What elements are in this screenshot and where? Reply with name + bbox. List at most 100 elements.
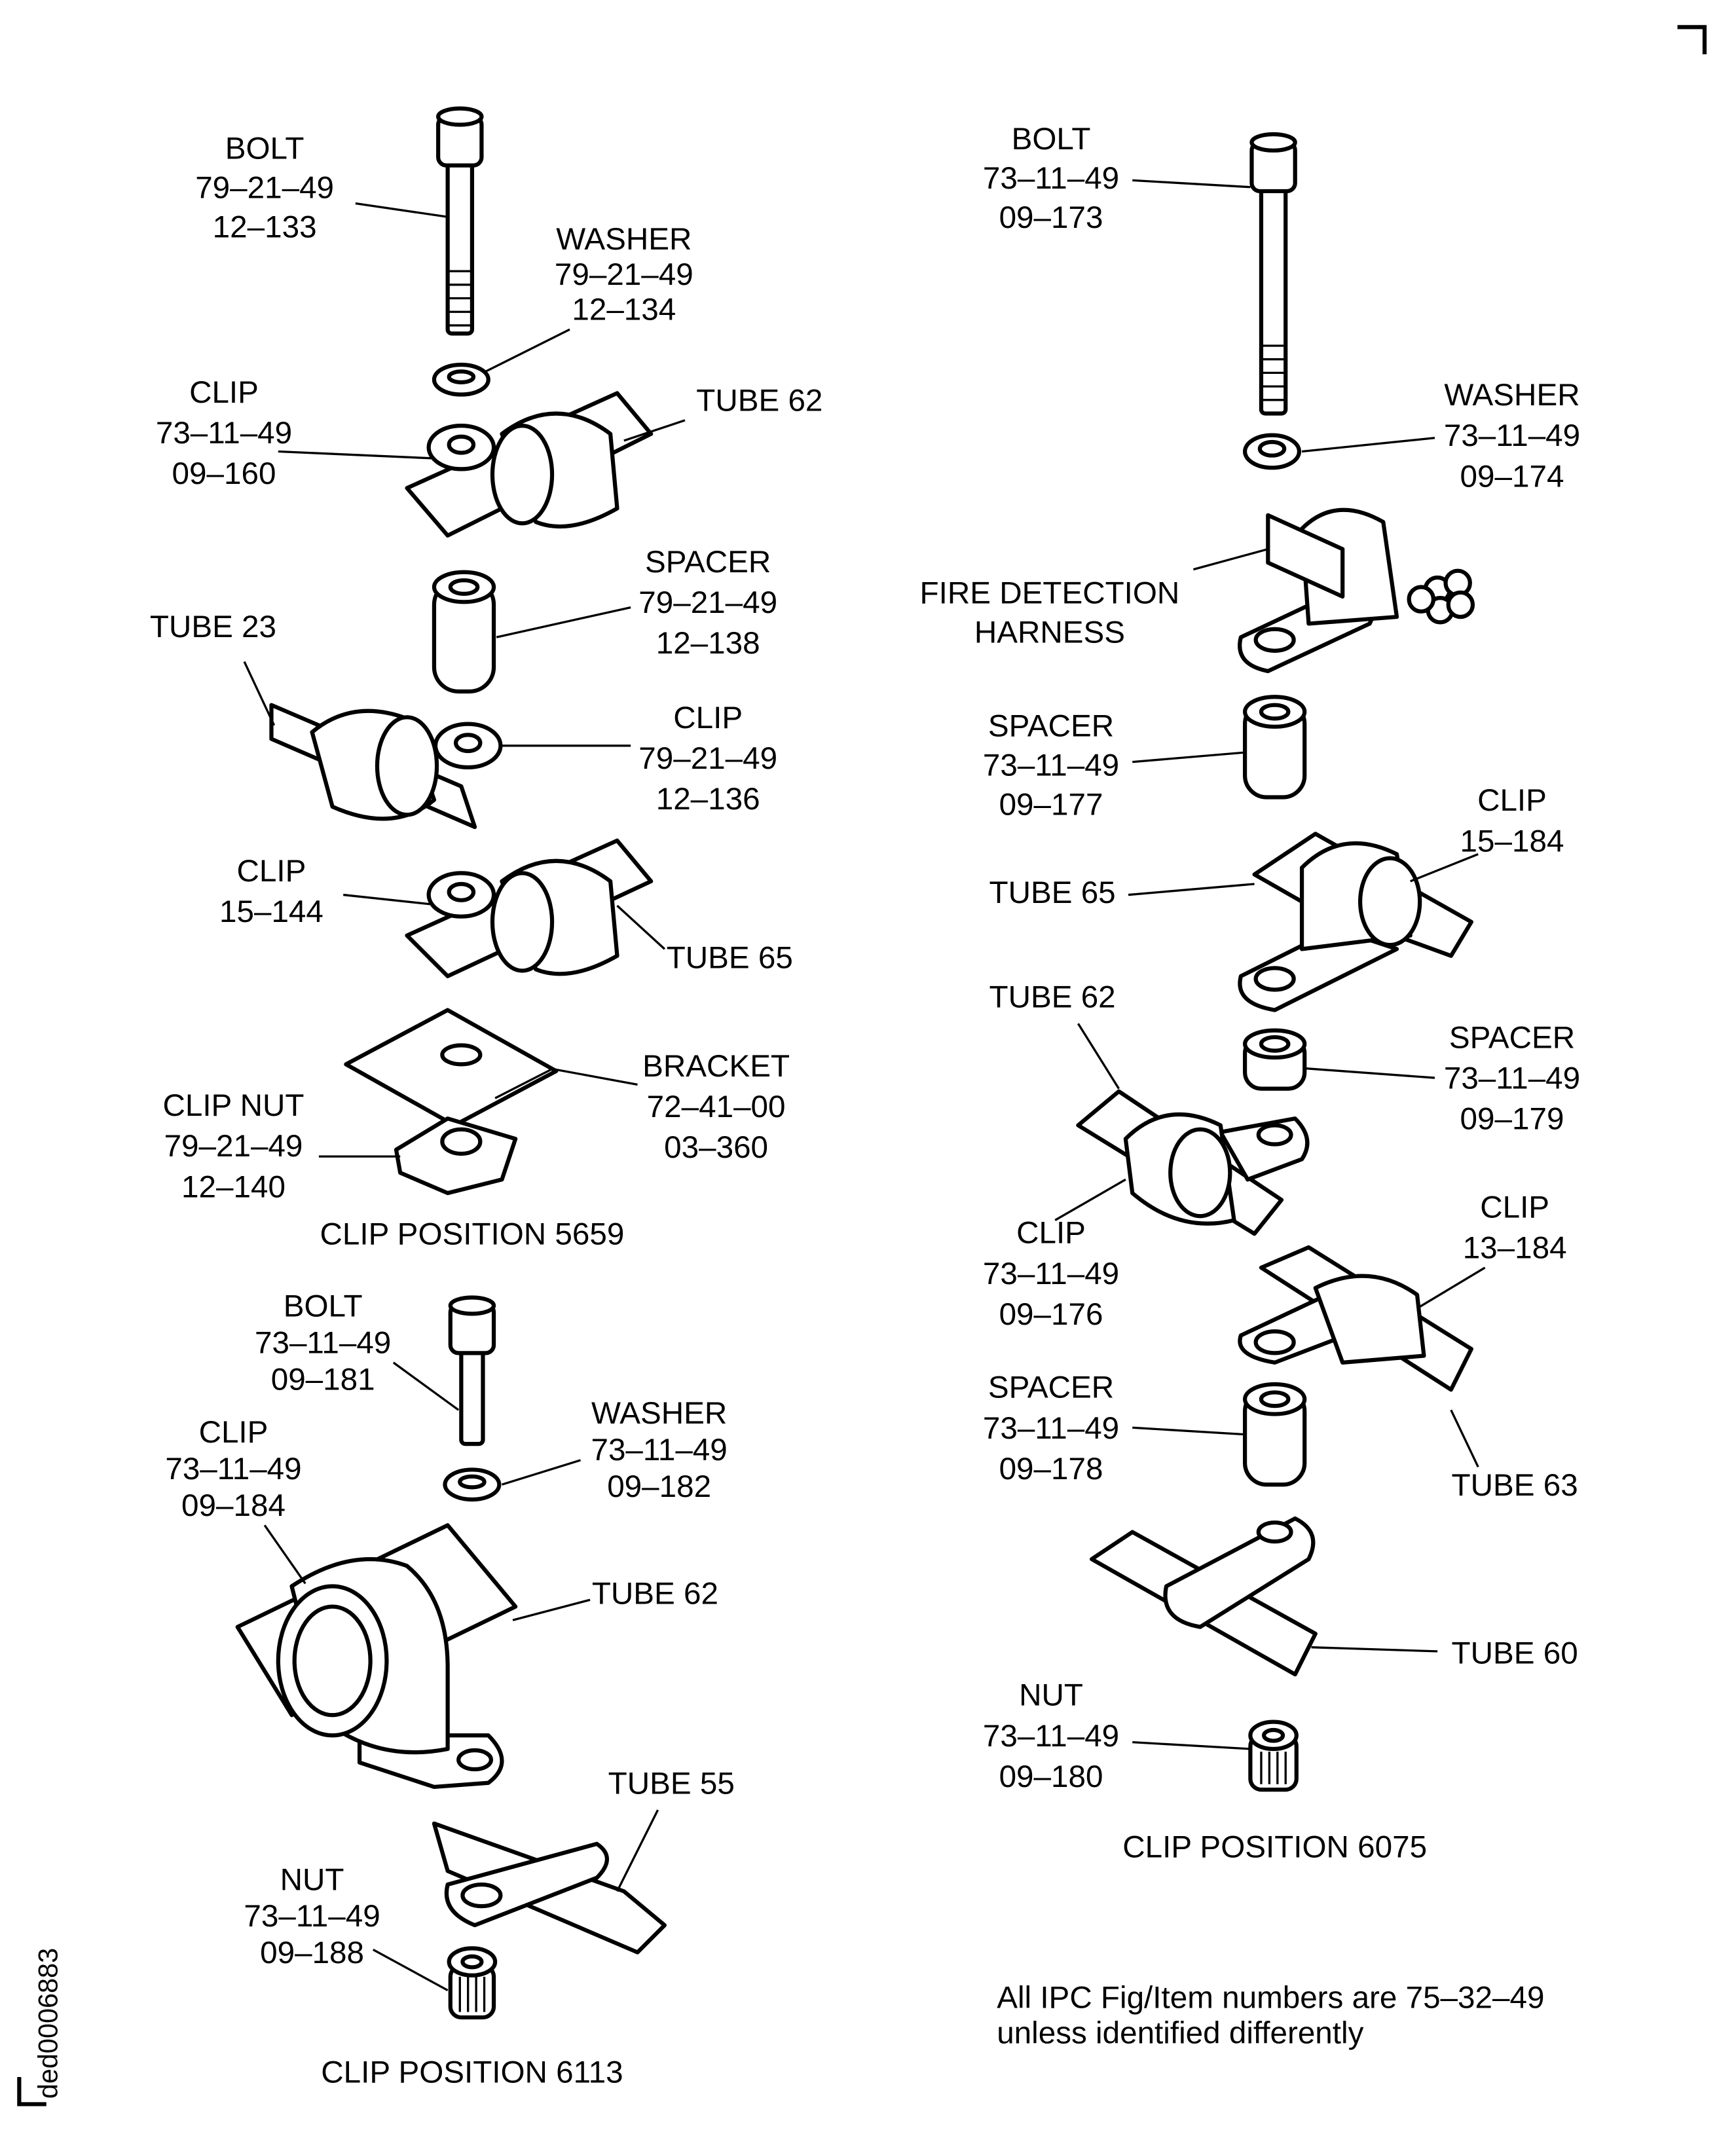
callout-line: 73–11–49 <box>156 416 292 451</box>
spacer-6075-c <box>1242 1382 1307 1487</box>
callout-line: 79–21–49 <box>195 170 334 205</box>
corner-mark-bottom-left <box>17 2077 46 2106</box>
callout-line: 73–11–49 <box>983 1257 1119 1291</box>
callout-tube62-5659: TUBE 62 <box>696 383 822 418</box>
callout-tube63-6075: TUBE 63 <box>1452 1468 1578 1503</box>
callout-line: CLIP <box>1477 783 1547 818</box>
leader-line <box>1132 751 1246 763</box>
leader-line <box>616 1809 659 1892</box>
leader-line <box>1416 1266 1486 1310</box>
callout-line: 12–138 <box>656 626 760 661</box>
callout-line: 09–179 <box>1460 1102 1564 1137</box>
leader-line <box>501 1459 582 1486</box>
leader-line <box>1128 883 1255 896</box>
leader-line <box>243 661 276 726</box>
callout-line: 73–11–49 <box>983 1411 1119 1446</box>
callout-tube62-6075: TUBE 62 <box>989 980 1116 1014</box>
clip-tube62-6075 <box>1076 1089 1310 1236</box>
leader-line <box>1450 1409 1479 1468</box>
leader-lines <box>243 179 1486 1991</box>
clip-tube23-5659 <box>269 703 503 830</box>
callout-line: 09–180 <box>999 1759 1103 1794</box>
callout-line: WASHER <box>591 1396 727 1431</box>
leader-line <box>392 1361 460 1411</box>
callout-line: TUBE 55 <box>608 1766 735 1801</box>
ipc-note-line-2: unless identified differently <box>997 2015 1363 2050</box>
callout-line: 09–173 <box>999 200 1103 235</box>
callout-line: SPACER <box>988 708 1114 743</box>
callout-spacer-6075-c: SPACER 73–11–49 09–178 <box>983 1371 1119 1486</box>
spacer-6075-a <box>1242 695 1307 800</box>
callout-tube65-5659: TUBE 65 <box>667 940 793 975</box>
callout-line: TUBE 65 <box>989 875 1116 910</box>
clip-tube55-6113 <box>432 1821 667 1955</box>
callout-line: 79–21–49 <box>638 585 777 620</box>
callout-line: 09–178 <box>999 1452 1103 1486</box>
leader-line <box>1304 1067 1435 1079</box>
caption-clip-position-6113: CLIP POSITION 6113 <box>321 2055 623 2089</box>
leader-line <box>623 419 686 442</box>
callout-line: 79–21–49 <box>164 1129 303 1164</box>
callout-line: FIRE DETECTION <box>920 576 1180 610</box>
leader-line <box>355 202 448 218</box>
callout-line: HARNESS <box>974 615 1125 650</box>
callout-line: 12–133 <box>213 210 317 244</box>
bolt-6075 <box>1249 132 1297 416</box>
callout-line: SPACER <box>988 1371 1114 1405</box>
callout-line: CLIP <box>237 854 306 889</box>
callout-tube65-6075: TUBE 65 <box>989 875 1116 910</box>
callout-line: 73–11–49 <box>983 748 1119 782</box>
callout-line: 73–11–49 <box>165 1452 301 1486</box>
clip-harness-6075 <box>1238 507 1475 674</box>
leader-line <box>1132 179 1251 189</box>
washer-5659 <box>432 362 490 397</box>
callout-line: CLIP NUT <box>162 1088 304 1123</box>
clip-tube65-6075 <box>1238 832 1473 1012</box>
leader-line <box>343 893 432 906</box>
leader-line <box>1311 1646 1438 1653</box>
washer-6075 <box>1242 433 1302 470</box>
leader-line <box>1054 1178 1126 1221</box>
callout-line: NUT <box>280 1862 344 1897</box>
leader-line <box>1132 1426 1246 1436</box>
callout-line: 09–182 <box>607 1469 711 1504</box>
leader-line <box>496 606 631 638</box>
callout-line: 15–184 <box>1460 824 1564 858</box>
clip-tube62-5659 <box>405 391 654 538</box>
callout-line: 72–41–00 <box>647 1090 786 1124</box>
callout-tube23-5659: TUBE 23 <box>150 610 276 644</box>
callout-line: TUBE 62 <box>592 1576 718 1611</box>
callout-line: WASHER <box>1444 378 1579 413</box>
callout-line: NUT <box>1019 1678 1083 1713</box>
callout-line: 73–11–49 <box>591 1433 727 1467</box>
callout-line: SPACER <box>645 545 771 579</box>
callout-line: TUBE 63 <box>1452 1468 1578 1503</box>
caption-clip-position-5659: CLIP POSITION 5659 <box>320 1217 624 1252</box>
callout-line: SPACER <box>1449 1021 1575 1056</box>
callout-tube62-6113: TUBE 62 <box>592 1576 718 1611</box>
callout-line: 12–134 <box>572 293 676 327</box>
callout-line: 12–136 <box>656 782 760 817</box>
callout-line: BOLT <box>225 131 305 166</box>
leader-line <box>485 328 570 373</box>
callout-clip-6075-a: CLIP 15–184 <box>1460 783 1564 858</box>
nut-6075 <box>1248 1720 1299 1792</box>
leader-line <box>263 1524 306 1585</box>
callout-line: 09–176 <box>999 1297 1103 1332</box>
callout-line: WASHER <box>556 222 692 257</box>
corner-mark-top-right <box>1677 25 1707 54</box>
callout-line: 13–184 <box>1463 1230 1567 1265</box>
